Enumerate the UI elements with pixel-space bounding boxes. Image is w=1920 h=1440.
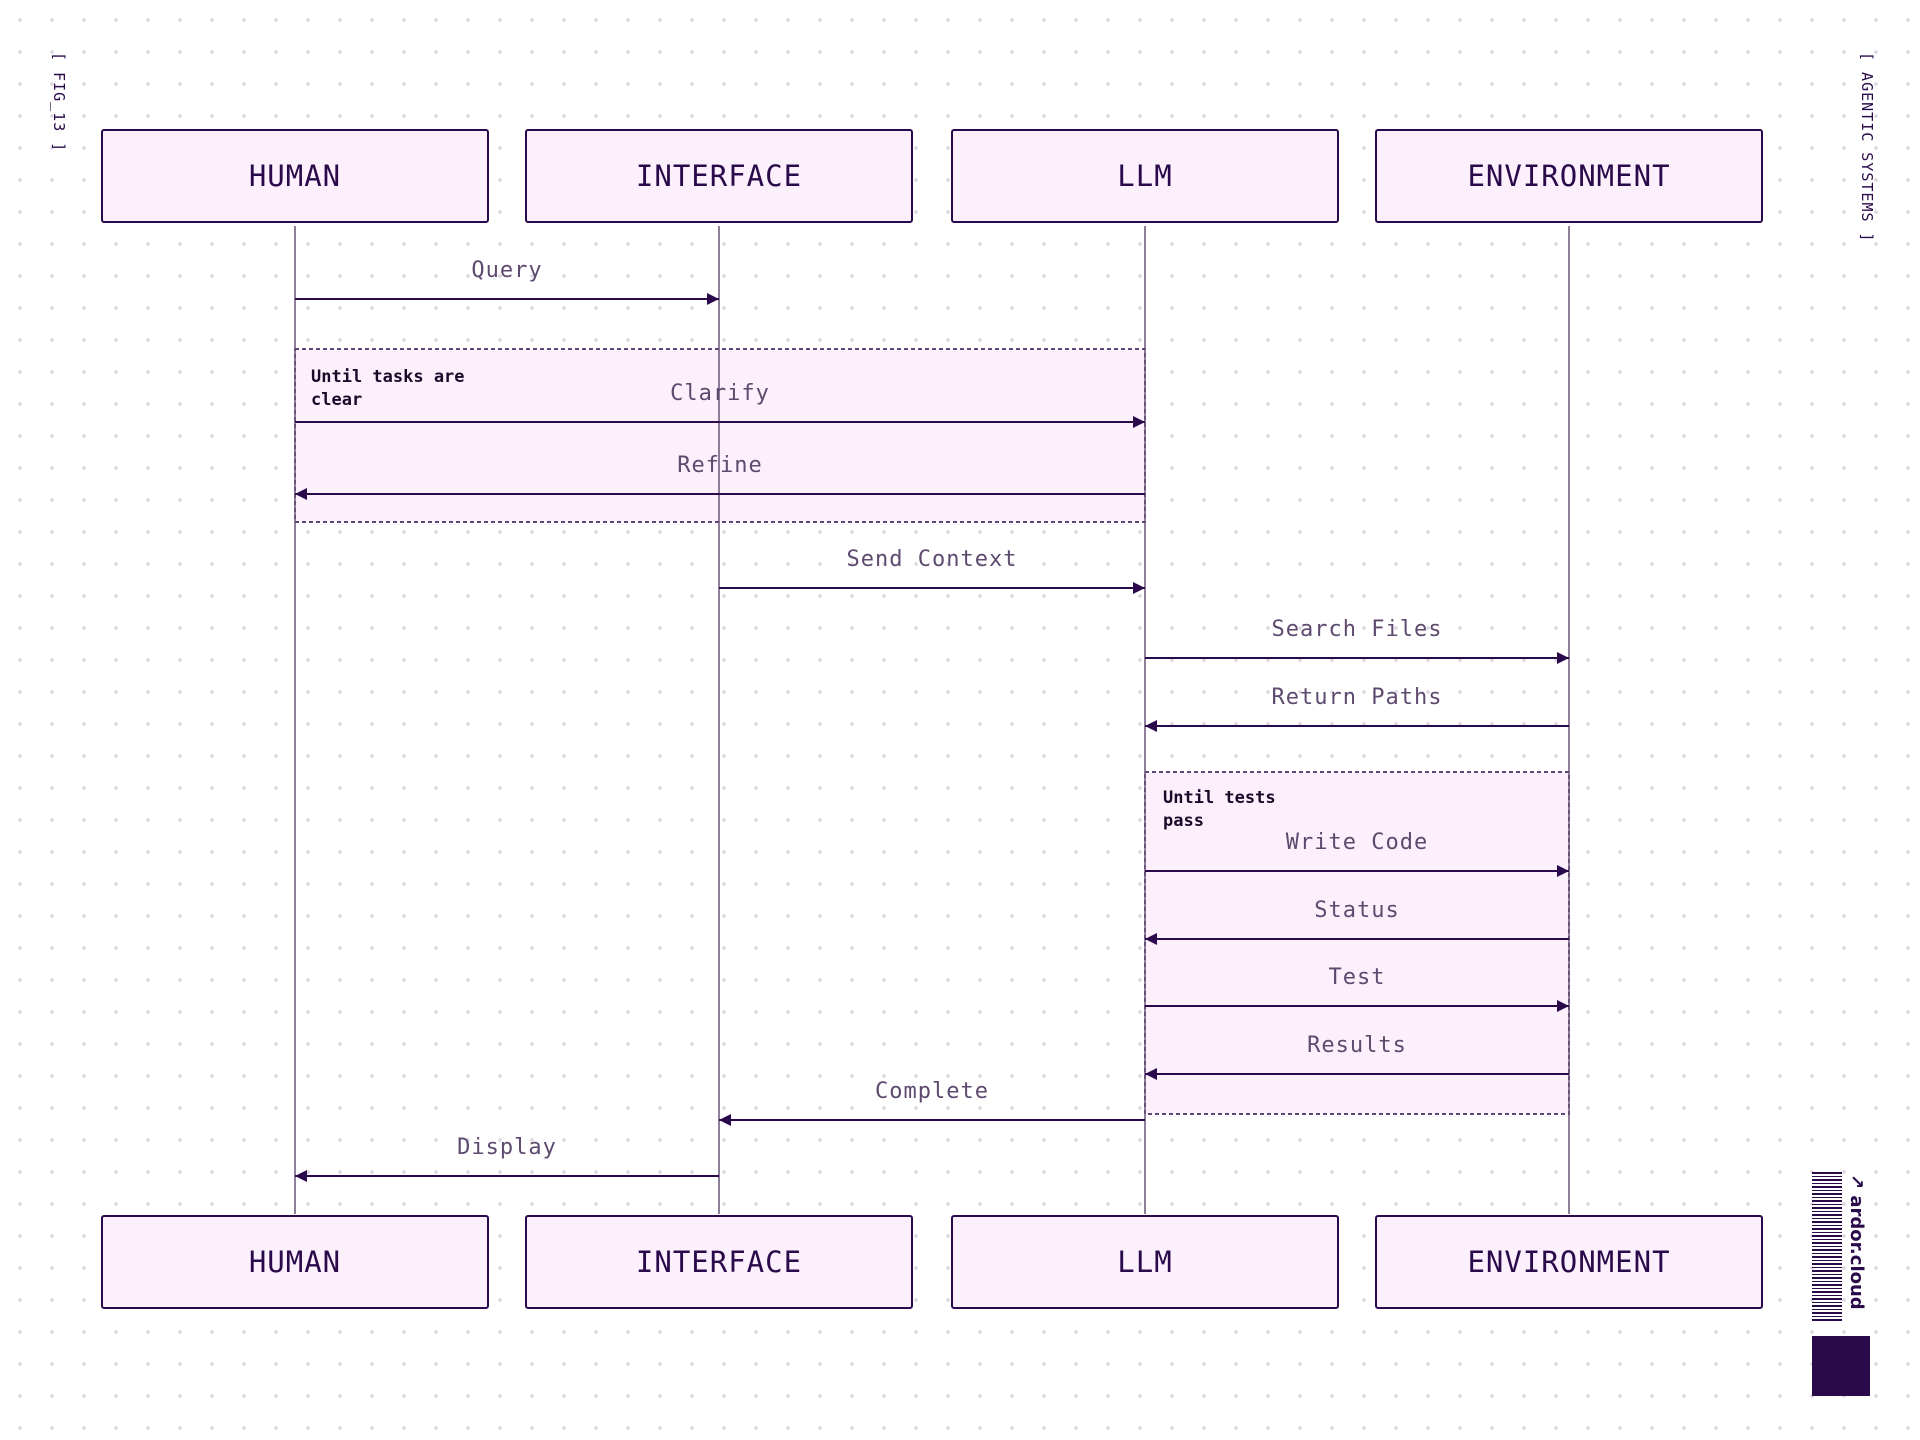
loop-frame-clarify: Until tasks are clear: [294, 348, 1146, 523]
logo-block: [1812, 1336, 1870, 1396]
message-send-context: Send Context: [719, 547, 1145, 594]
figure-label: [ FIG_13 ]: [50, 52, 68, 153]
message-display: Display: [295, 1135, 719, 1182]
participant-interface-top: INTERFACE: [525, 129, 913, 223]
participant-llm-top: LLM: [951, 129, 1339, 223]
message-label: Status: [1314, 898, 1399, 923]
message-label: Clarify: [670, 381, 770, 406]
message-clarify: Clarify: [295, 381, 1145, 428]
loop-label-line1: Until tasks are: [311, 367, 465, 387]
message-return-paths: Return Paths: [1145, 685, 1569, 732]
message-label: Refine: [677, 453, 762, 478]
message-status: Status: [1145, 898, 1569, 945]
message-complete: Complete: [719, 1079, 1145, 1126]
message-label: Results: [1307, 1033, 1407, 1058]
participant-human-bottom: HUMAN: [101, 1215, 489, 1309]
message-search-files: Search Files: [1145, 617, 1569, 664]
message-query: Query: [295, 258, 719, 305]
message-write-code: Write Code: [1145, 830, 1569, 877]
loop-label-line1: Until tests: [1163, 788, 1276, 808]
logo-text: ↗ ardor.cloud: [1846, 1174, 1867, 1310]
loop-label-line2: clear: [311, 390, 362, 410]
loop-frame-tests: Until tests pass: [1144, 771, 1570, 1115]
participant-interface-bottom: INTERFACE: [525, 1215, 913, 1309]
participant-environment-bottom: ENVIRONMENT: [1375, 1215, 1763, 1309]
loop-label-line2: pass: [1163, 811, 1204, 831]
brand-label: [ AGENTIC SYSTEMS ]: [1858, 52, 1876, 243]
message-label: Write Code: [1286, 830, 1428, 855]
brand-logo: ↗ ardor.cloud: [1812, 1172, 1872, 1398]
participant-llm-bottom: LLM: [951, 1215, 1339, 1309]
message-label: Return Paths: [1272, 685, 1443, 710]
participant-human-top: HUMAN: [101, 129, 489, 223]
message-label: Complete: [875, 1079, 989, 1104]
message-results: Results: [1145, 1033, 1569, 1080]
message-label: Send Context: [847, 547, 1018, 572]
message-label: Display: [457, 1135, 557, 1160]
barcode-graphic: [1812, 1172, 1842, 1322]
message-test: Test: [1145, 965, 1569, 1012]
message-refine: Refine: [295, 453, 1145, 500]
message-label: Test: [1329, 965, 1386, 990]
message-label: Search Files: [1272, 617, 1443, 642]
message-label: Query: [471, 258, 542, 283]
participant-environment-top: ENVIRONMENT: [1375, 129, 1763, 223]
